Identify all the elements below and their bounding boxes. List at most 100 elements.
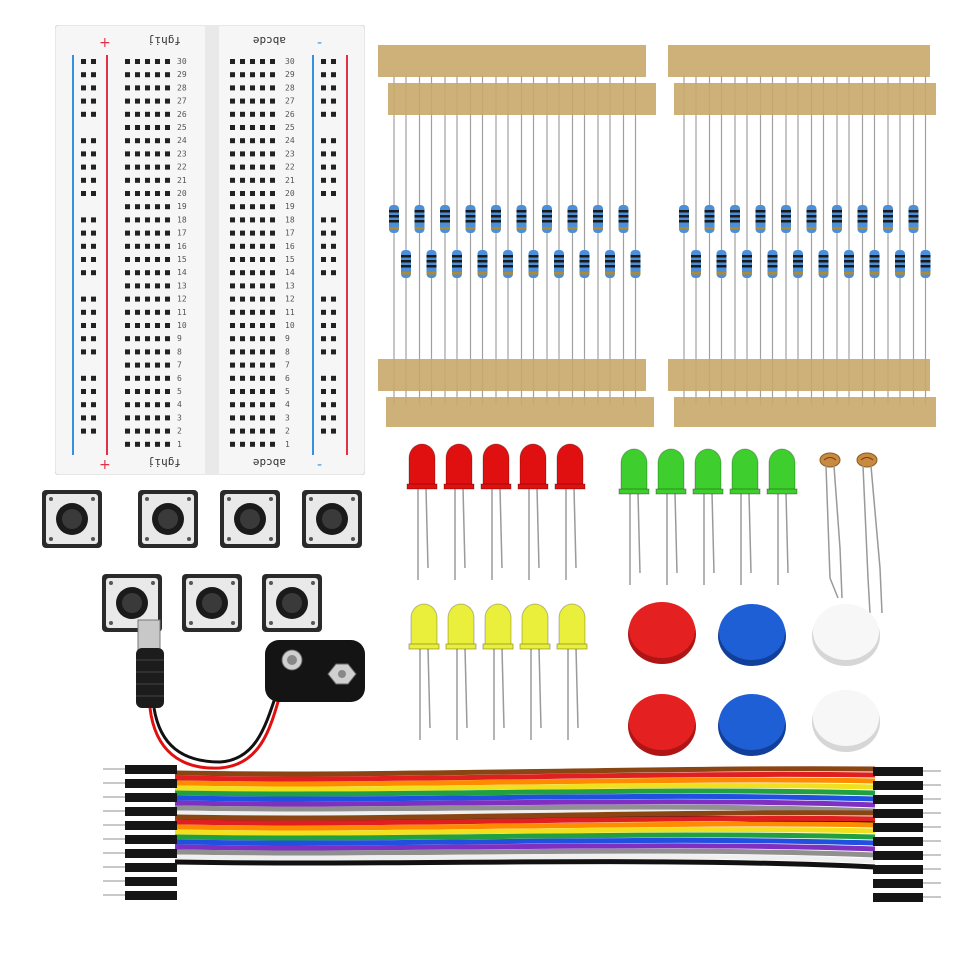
- resistor-icon: [401, 75, 411, 405]
- breadboard-row-number: 25: [285, 123, 295, 132]
- breadboard-row-number: 5: [285, 387, 290, 396]
- resistor-icon: [503, 75, 513, 405]
- led-icon: [408, 603, 440, 740]
- breadboard-row-number: 10: [177, 321, 187, 330]
- jumper-pin-right: [873, 865, 941, 874]
- resistor-icon: [567, 75, 578, 405]
- jumper-wire: [174, 783, 876, 792]
- led-icon: [766, 448, 798, 585]
- resistor-icon: [491, 75, 501, 405]
- tactile-switch-icon: [220, 490, 280, 548]
- jumper-wire: [174, 843, 876, 852]
- resistor-icon: [440, 75, 450, 405]
- breadboard-row-number: 5: [177, 387, 182, 396]
- jumper-pin-right: [873, 823, 941, 832]
- breadboard-row-number: 26: [285, 110, 295, 119]
- breadboard-row-number: 25: [177, 123, 187, 132]
- photoresistor-icon: [856, 452, 883, 614]
- jumper-wire: [174, 793, 876, 802]
- led-icon: [692, 448, 724, 585]
- resistor-icon: [857, 75, 868, 405]
- jumper-pin-left: [103, 821, 177, 830]
- breadboard-row-number: 19: [177, 202, 187, 211]
- jumper-pin-right: [873, 795, 941, 804]
- resistor-icon: [895, 75, 905, 405]
- resistor-icon: [516, 75, 527, 405]
- led-icon: [482, 603, 514, 740]
- jumper-pin-left: [103, 807, 177, 816]
- jumper-pin-right: [873, 781, 941, 790]
- jumper-pin-left: [103, 877, 177, 886]
- resistor-icon: [883, 75, 893, 405]
- breadboard-row-number: 16: [177, 242, 187, 251]
- breadboard-row-number: 18: [177, 215, 187, 224]
- dc-jack-cable: [136, 619, 365, 770]
- resistor-icon: [465, 75, 476, 405]
- resistor-icon: [618, 75, 629, 405]
- dc-jack-icon: [136, 619, 164, 708]
- breadboard-row-number: 11: [285, 308, 295, 317]
- breadboard-letters-top-right: abcde: [253, 34, 286, 47]
- jumper-wire: [174, 827, 876, 836]
- led-icon: [445, 603, 477, 740]
- breadboard-row-number: 18: [285, 215, 295, 224]
- resistor-icon: [477, 75, 488, 405]
- jumper-pin-left: [103, 779, 177, 788]
- breadboard-row-number: 2: [285, 427, 290, 436]
- jumper-wire: [174, 832, 876, 841]
- jumper-wire: [174, 853, 876, 864]
- breadboard-row-number: 23: [285, 149, 295, 158]
- breadboard-row-number: 10: [285, 321, 295, 330]
- breadboard-row-number: 20: [177, 189, 187, 198]
- button-cap-blue: [718, 694, 786, 756]
- resistor-icon: [579, 75, 590, 405]
- tactile-switch-icon: [102, 574, 162, 632]
- jumper-wire: [174, 788, 876, 797]
- button-caps: [628, 602, 880, 756]
- resistor-icon: [452, 75, 462, 405]
- led-icon: [519, 603, 551, 740]
- breadboard-letters-bottom-left: fghij: [148, 456, 181, 469]
- jumper-wire: [174, 837, 876, 846]
- tactile-switch-icon: [138, 490, 198, 548]
- breadboard-row-number: 14: [285, 268, 295, 277]
- breadboard-row-number: 8: [177, 347, 182, 356]
- resistor-icon: [679, 75, 689, 405]
- breadboard-letters-bottom-right: abcde: [253, 456, 286, 469]
- breadboard-row-number: 24: [285, 136, 295, 145]
- led-icon: [443, 443, 475, 580]
- breadboard-row-number: 27: [177, 97, 187, 106]
- breadboard-row-number: 14: [177, 268, 187, 277]
- resistor-icon: [730, 75, 740, 405]
- breadboard-row-number: 13: [285, 281, 295, 290]
- jumper-wire: [174, 810, 876, 821]
- resistor-icon: [832, 75, 842, 405]
- led-icon: [517, 443, 549, 580]
- breadboard-row-number: 22: [285, 163, 295, 172]
- breadboard-plus-top-left: +: [99, 35, 111, 51]
- resistor-icon: [793, 75, 803, 405]
- resistor-icon: [767, 75, 778, 405]
- resistor-icon: [414, 75, 425, 405]
- resistor-icon: [920, 75, 931, 405]
- jumper-pin-left: [103, 849, 177, 858]
- breadboard-letters-top-left: fghij: [148, 34, 181, 47]
- breadboard-row-number: 2: [177, 427, 182, 436]
- breadboard-row-number: 22: [177, 163, 187, 172]
- resistor-icon: [605, 75, 615, 405]
- jumper-wire: [174, 815, 876, 826]
- resistor-icon: [630, 75, 641, 405]
- breadboard-row-number: 11: [177, 308, 187, 317]
- tactile-switch-icon: [42, 490, 102, 548]
- tactile-switch-icon: [182, 574, 242, 632]
- breadboard-row-number: 13: [177, 281, 187, 290]
- resistor-icon: [869, 75, 880, 405]
- jumper-pin-right: [873, 767, 941, 776]
- breadboard-row-number: 8: [285, 347, 290, 356]
- breadboard-plus-bottom-left: +: [99, 457, 111, 473]
- breadboard-row-number: 12: [177, 295, 187, 304]
- jumper-pin-right: [873, 837, 941, 846]
- led-icon: [618, 448, 650, 585]
- jumper-pin-right: [873, 851, 941, 860]
